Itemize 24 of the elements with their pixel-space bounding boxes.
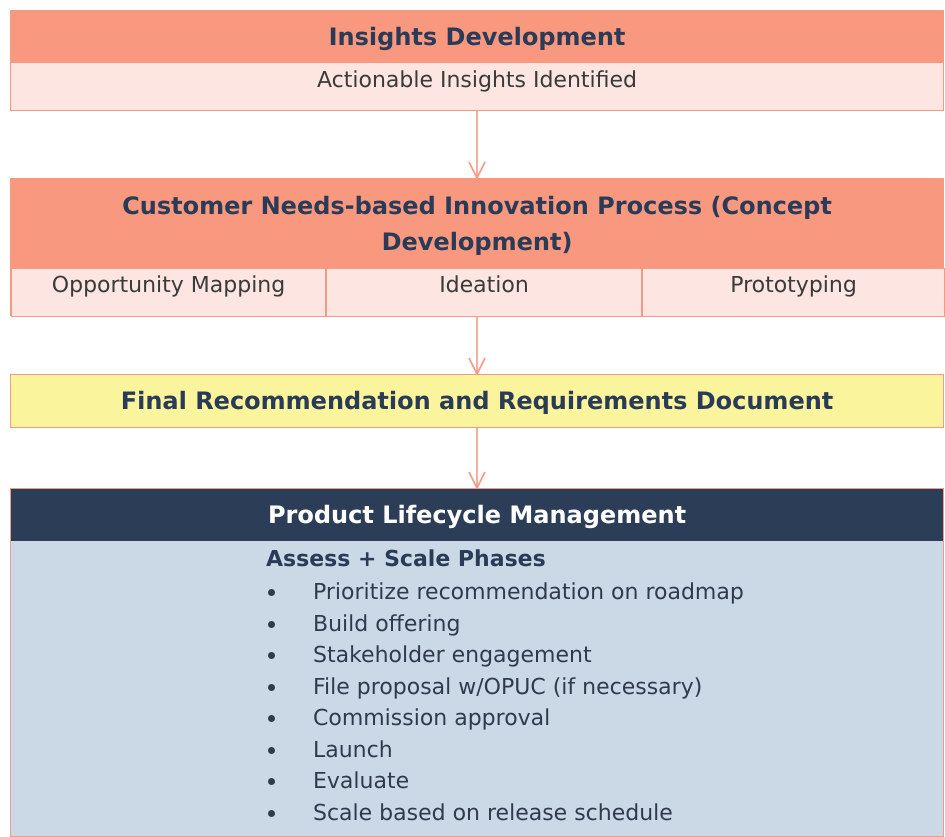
process-box bbox=[10, 10, 944, 111]
arrow bbox=[468, 428, 486, 489]
arrow bbox=[468, 316, 486, 375]
box-title: Product Lifecycle Management bbox=[266, 500, 688, 531]
process-box bbox=[10, 374, 944, 428]
list-item: Commission approval bbox=[313, 705, 550, 733]
arrow bbox=[468, 111, 486, 179]
list-item: Scale based on release schedule bbox=[313, 800, 673, 828]
box-text: Actionable Insights Identified bbox=[316, 66, 638, 94]
list-item: Launch bbox=[313, 736, 393, 764]
list-item: Build offering bbox=[313, 610, 460, 638]
sub-step-cell: Ideation bbox=[326, 268, 642, 317]
box-title: Customer Needs-based Innovation Process (Concept Development) bbox=[121, 190, 833, 258]
process-box bbox=[10, 178, 944, 316]
box-title: Insights Development bbox=[328, 22, 626, 53]
sub-step-cell: Prototyping bbox=[642, 268, 945, 317]
list-item: Prioritize recommendation on roadmap bbox=[313, 579, 744, 607]
section-heading: Assess + Scale Phases bbox=[266, 546, 546, 574]
box-title: Final Recommendation and Requirements Document bbox=[120, 386, 834, 417]
list-item: Stakeholder engagement bbox=[313, 642, 592, 670]
list-item: File proposal w/OPUC (if necessary) bbox=[313, 674, 702, 702]
process-box bbox=[10, 488, 944, 837]
sub-step-cell: Opportunity Mapping bbox=[11, 268, 326, 317]
list-item: Evaluate bbox=[313, 768, 410, 796]
